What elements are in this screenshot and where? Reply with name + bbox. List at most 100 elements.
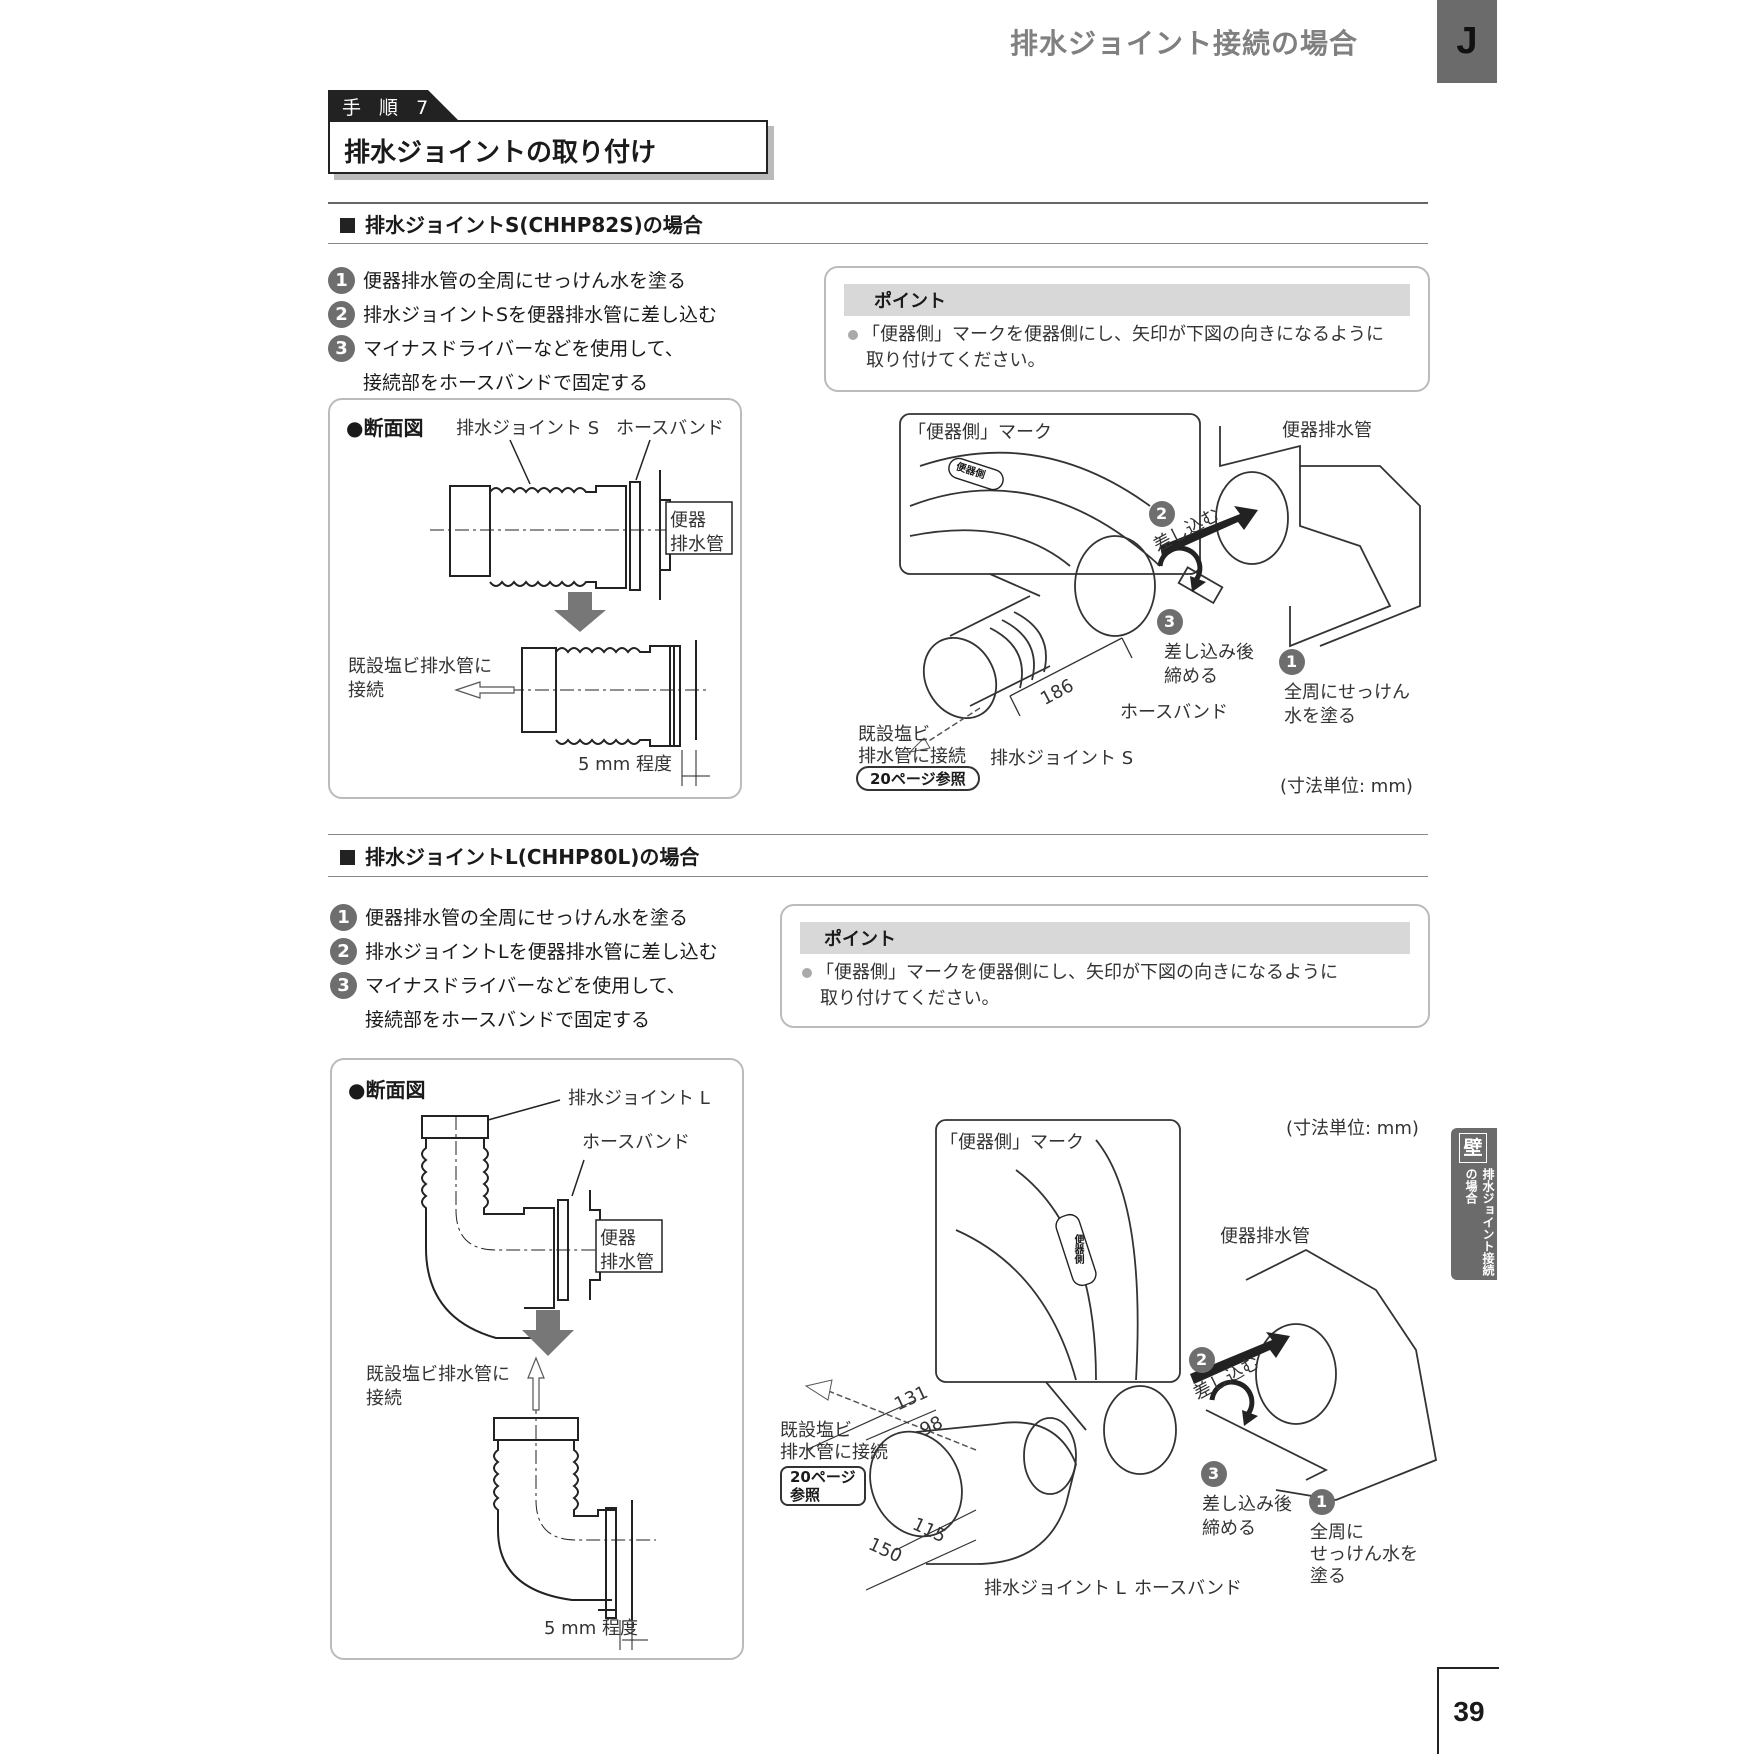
step-number: 1 xyxy=(1286,652,1298,671)
band-label: ホースバンド xyxy=(582,1132,690,1153)
chapter-tab: J xyxy=(1437,0,1497,83)
bullet-icon xyxy=(848,330,858,340)
section-s-title: 排水ジョイントS(CHHP82S)の場合 xyxy=(340,209,703,238)
tighten-label-2: 締める xyxy=(1164,666,1218,687)
bullet-icon xyxy=(802,968,812,978)
reference-line-2: 参照 xyxy=(790,1486,821,1504)
step-text: 排水ジョイントSを便器排水管に差し込む xyxy=(363,304,718,326)
point-title: ポイント xyxy=(844,284,1410,316)
step-item: 1 便器排水管の全周にせっけん水を塗る xyxy=(330,901,718,935)
step-number: 3 xyxy=(1164,612,1176,631)
step-number: 1 xyxy=(328,267,355,294)
pvc-label-1: 既設塩ビ排水管に xyxy=(366,1364,510,1385)
step-item: 3 マイナスドライバーなどを使用して、接続部をホースバンドで固定する xyxy=(330,969,718,1037)
step-title: 排水ジョイントの取り付け xyxy=(328,120,768,174)
side-tab-text: 排水ジョイント接続の場合 xyxy=(1464,1168,1495,1276)
point-line-2: 取り付けてください。 xyxy=(866,350,1046,371)
cross-section-l-drawing xyxy=(421,1099,663,1650)
cross-section-s-drawing xyxy=(430,439,733,786)
mark-label: 「便器側」マーク xyxy=(940,1132,1084,1153)
step-number: 2 xyxy=(330,938,357,965)
mark-badge: 便器側 xyxy=(1072,1234,1083,1264)
section-l-rule-bottom xyxy=(328,876,1428,877)
illustration-l-drawing xyxy=(804,1119,1438,1591)
step-tag-label: 手 順 7 xyxy=(342,97,435,119)
step-item: 2 排水ジョイントLを便器排水管に差し込む xyxy=(330,935,718,969)
pvc-label-2: 接続 xyxy=(348,680,384,701)
page-number: 39 xyxy=(1437,1667,1499,1754)
reference-badge: 20ページ 参照 xyxy=(780,1466,866,1506)
step-number: 2 xyxy=(1156,504,1168,523)
gap-label: 5 mm 程度 xyxy=(578,754,672,775)
band-label: ホースバンド xyxy=(1134,1578,1242,1599)
toilet-pipe-label: 便器排水管 xyxy=(1220,1226,1310,1247)
toilet-pipe-label: 便器排水管 xyxy=(1282,420,1372,441)
band-label: ホースバンド xyxy=(1120,702,1228,723)
point-line-1: 「便器側」マークを便器側にし、矢印が下図の向きになるように xyxy=(816,962,1338,983)
section-l-cross-section: ●断面図 排水ジョイント L ホースバンド 便器 排水管 既設塩ビ排水管に 接続… xyxy=(330,1058,744,1660)
step-tag: 手 順 7 xyxy=(328,90,458,120)
point-line-2: 取り付けてください。 xyxy=(820,988,1000,1009)
step-number: 1 xyxy=(1316,1492,1328,1511)
step-number: 3 xyxy=(330,972,357,999)
section-s-illustration: 「便器側」マーク 便器側 便器排水管 2 差し込む 3 差し込み後 締める 1 … xyxy=(840,406,1440,802)
toilet-label-2: 排水管 xyxy=(670,534,724,555)
gap-label: 5 mm 程度 xyxy=(544,1618,638,1639)
soap-label-1: 全周にせっけん xyxy=(1284,682,1410,703)
joint-label: 排水ジョイント L xyxy=(984,1578,1126,1599)
side-tab-kanji: 壁 xyxy=(1459,1133,1487,1163)
step-item: 2 排水ジョイントSを便器排水管に差し込む xyxy=(328,298,717,332)
step-number: 1 xyxy=(330,904,357,931)
band-label: ホースバンド xyxy=(616,418,724,439)
section-s-cross-section: ●断面図 排水ジョイント S ホースバンド 便器 排水管 既設塩ビ排水管に 接続… xyxy=(328,398,742,799)
unit-label: (寸法単位: mm) xyxy=(1280,776,1413,797)
pvc-label-1: 既設塩ビ xyxy=(858,724,930,745)
soap-label-2: 水を塗る xyxy=(1284,706,1356,727)
header-title: 排水ジョイント接続の場合 xyxy=(1010,27,1359,60)
section-s-rule-top xyxy=(328,202,1428,204)
step-item: 1 便器排水管の全周にせっけん水を塗る xyxy=(328,264,717,298)
soap-label-1: 全周に xyxy=(1310,1522,1364,1543)
reference-badge: 20ページ参照 xyxy=(856,766,980,791)
step-number: 3 xyxy=(328,335,355,362)
pvc-label-2: 排水管に接続 xyxy=(858,746,966,767)
unit-label: (寸法単位: mm) xyxy=(1286,1118,1419,1139)
section-l-point-box: ポイント 「便器側」マークを便器側にし、矢印が下図の向きになるように 取り付けて… xyxy=(780,904,1430,1028)
step-text: 便器排水管の全周にせっけん水を塗る xyxy=(365,907,689,929)
tighten-label-2: 締める xyxy=(1202,1518,1256,1539)
step-number: 2 xyxy=(1196,1350,1208,1369)
step-text: 便器排水管の全周にせっけん水を塗る xyxy=(363,270,687,292)
pvc-label-1: 既設塩ビ排水管に xyxy=(348,656,492,677)
point-title: ポイント xyxy=(800,922,1410,954)
step-text: 排水ジョイントLを便器排水管に差し込む xyxy=(365,941,718,963)
joint-label: 排水ジョイント L xyxy=(568,1088,710,1109)
toilet-label-2: 排水管 xyxy=(600,1252,654,1273)
side-index-tab: 壁 排水ジョイント接続の場合 xyxy=(1451,1128,1497,1280)
tighten-label-1: 差し込み後 xyxy=(1202,1494,1292,1515)
step-number: 2 xyxy=(328,301,355,328)
step-text: マイナスドライバーなどを使用して、 xyxy=(363,338,684,360)
toilet-label-1: 便器 xyxy=(670,510,706,531)
section-s-point-box: ポイント 「便器側」マークを便器側にし、矢印が下図の向きになるように 取り付けて… xyxy=(824,266,1430,392)
cross-section-title: ●断面図 xyxy=(346,416,424,440)
pvc-label-2: 排水管に接続 xyxy=(780,1442,888,1463)
step-text-cont: 接続部をホースバンドで固定する xyxy=(365,1009,651,1031)
section-l-illustration: (寸法単位: mm) 「便器側」マーク 便器側 便器排水管 2 差し込む 3 差… xyxy=(776,1110,1446,1600)
mark-label: 「便器側」マーク xyxy=(908,422,1052,443)
reference-line-1: 20ページ xyxy=(790,1468,856,1486)
point-line-1: 「便器側」マークを便器側にし、矢印が下図の向きになるように xyxy=(862,324,1384,345)
section-l-title: 排水ジョイントL(CHHP80L)の場合 xyxy=(340,841,699,870)
toilet-label-1: 便器 xyxy=(600,1228,636,1249)
tighten-label-1: 差し込み後 xyxy=(1164,642,1254,663)
step-number: 3 xyxy=(1208,1464,1220,1483)
joint-label: 排水ジョイント S xyxy=(990,748,1134,769)
pvc-label-1: 既設塩ビ xyxy=(780,1420,852,1441)
step-item: 3 マイナスドライバーなどを使用して、接続部をホースバンドで固定する xyxy=(328,332,717,400)
step-text-cont: 接続部をホースバンドで固定する xyxy=(363,372,649,394)
soap-label-3: 塗る xyxy=(1310,1566,1346,1587)
section-l-rule-top xyxy=(328,834,1428,835)
pvc-label-2: 接続 xyxy=(366,1388,402,1409)
step-text: マイナスドライバーなどを使用して、 xyxy=(365,975,686,997)
